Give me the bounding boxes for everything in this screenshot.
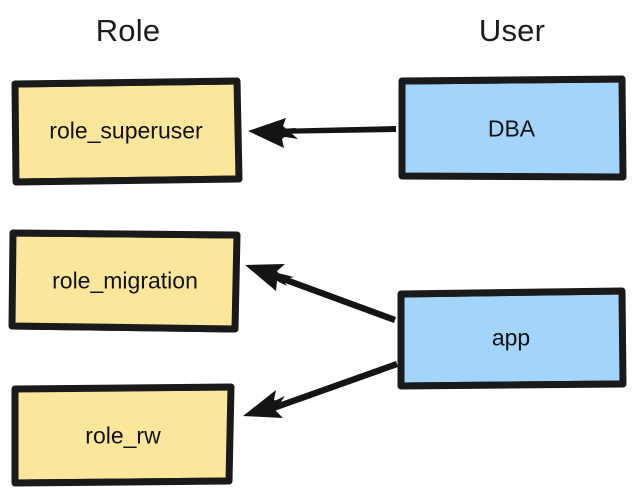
edge-app-to-role-migration [245, 264, 396, 323]
node-label: DBA [487, 115, 536, 142]
node-dba[interactable]: DBA [398, 75, 627, 181]
node-role-rw[interactable]: role_rw [11, 383, 235, 487]
column-header-role: Role [95, 13, 161, 48]
node-app[interactable]: app [397, 287, 627, 390]
node-role-superuser[interactable]: role_superuser [11, 77, 243, 186]
node-label: role_migration [52, 267, 198, 294]
node-role-migration[interactable]: role_migration [8, 229, 241, 333]
column-header-user: User [478, 13, 546, 48]
node-label: role_superuser [49, 117, 203, 144]
node-label: role_rw [85, 422, 161, 448]
edge-app-to-role-rw [243, 361, 398, 418]
edge-dba-to-role-superuser [248, 118, 396, 148]
node-label: app [491, 324, 531, 351]
